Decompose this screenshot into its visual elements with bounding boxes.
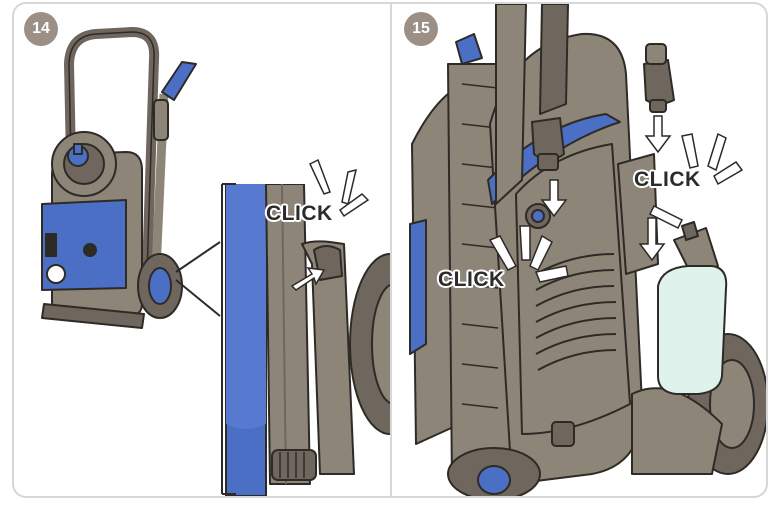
- step-14-illustration: [41, 27, 390, 496]
- zoom-callout-lines: [175, 241, 221, 317]
- nozzle-right: [643, 43, 675, 113]
- insert-arrows: [540, 115, 672, 262]
- click-motion-marks: [488, 132, 744, 283]
- step-number-badge: 15: [404, 12, 438, 46]
- instruction-sheet: 14: [12, 2, 768, 498]
- click-motion-marks: [309, 158, 370, 218]
- click-callout-label: CLICK: [438, 268, 505, 291]
- nozzle-left: [531, 117, 565, 171]
- click-callout-label: CLICK: [266, 202, 333, 225]
- push-arrow: [290, 267, 326, 291]
- step-15-illustration: [409, 4, 766, 496]
- pressure-washer-overview: [41, 27, 197, 329]
- step-15-panel: 15: [392, 4, 766, 496]
- step-number-badge: 14: [24, 12, 58, 46]
- zoom-detail-holder: [221, 183, 390, 496]
- panel-divider: [390, 4, 392, 496]
- foam-bottle: [657, 221, 728, 395]
- step-14-panel: 14: [14, 4, 390, 496]
- click-callout-label: CLICK: [634, 168, 701, 191]
